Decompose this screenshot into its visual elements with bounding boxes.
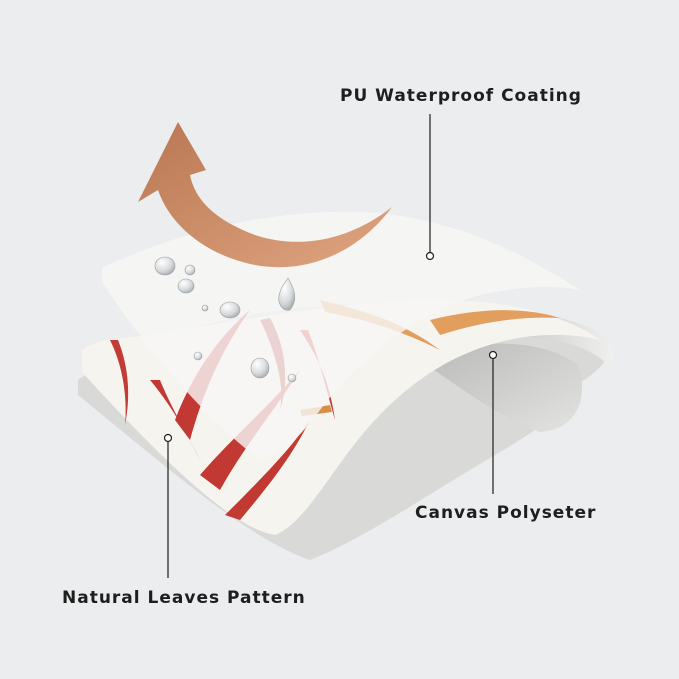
label-canvas-polyester: Canvas Polyseter — [415, 503, 597, 523]
up-arrow-icon — [138, 122, 392, 268]
pointer-dots — [163, 251, 498, 443]
curl-inner — [420, 343, 583, 432]
label-natural-leaves-pattern: Natural Leaves Pattern — [62, 588, 306, 608]
water-droplet-icon — [154, 256, 297, 383]
label-pu-waterproof-coating: PU Waterproof Coating — [340, 86, 582, 106]
pointer-lines — [167, 114, 494, 578]
coating-layer — [102, 211, 580, 460]
